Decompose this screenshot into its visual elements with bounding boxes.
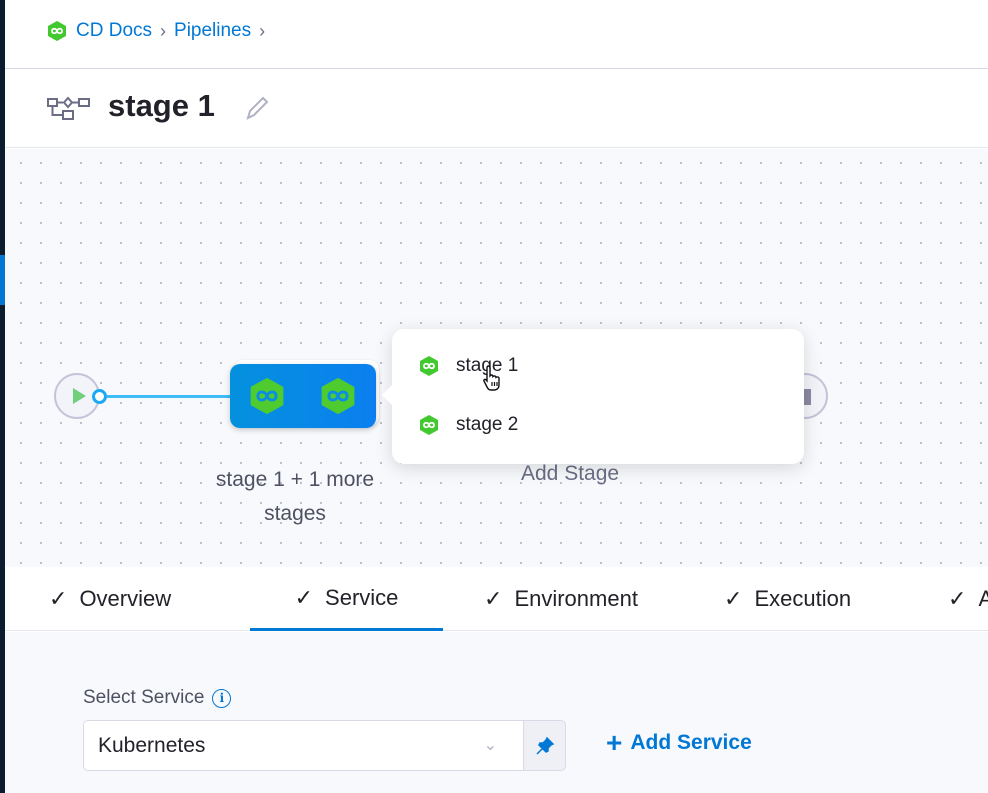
- tab-label: Execution: [754, 586, 852, 611]
- page-title: stage 1: [108, 88, 215, 123]
- hand-pointer-cursor-icon: [483, 365, 500, 391]
- tab-label: A: [978, 586, 988, 611]
- select-service-label: Select Service i: [83, 687, 232, 709]
- checkmark-icon: ✓: [484, 586, 503, 611]
- pipeline-start-node[interactable]: [54, 373, 100, 419]
- tab-execution[interactable]: ✓ Execution: [724, 567, 851, 631]
- pipeline-stage-icon: [47, 96, 90, 120]
- tab-environment[interactable]: ✓ Environment: [484, 567, 638, 631]
- deployment-stage-icon: [250, 377, 284, 415]
- left-nav-selected: [0, 255, 5, 305]
- deployment-stage-icon: [420, 356, 438, 376]
- breadcrumb-pipelines[interactable]: Pipelines: [174, 20, 252, 41]
- divider: [5, 68, 988, 69]
- checkmark-icon: ✓: [724, 586, 743, 611]
- checkmark-icon: ✓: [948, 586, 967, 611]
- pencil-edit-icon[interactable]: [244, 94, 270, 122]
- pin-icon: [535, 736, 554, 755]
- breadcrumb-cd-docs[interactable]: CD Docs: [76, 20, 153, 41]
- add-service-label: Add Service: [630, 731, 752, 754]
- start-port[interactable]: [92, 389, 107, 404]
- checkmark-icon: ✓: [49, 586, 68, 611]
- add-stage-button[interactable]: Add Stage: [521, 462, 620, 485]
- plus-icon: +: [606, 727, 623, 758]
- popover-item-label: stage 1: [456, 355, 519, 376]
- stage-tabs: ✓ Overview ✓ Service ✓ Environment ✓ Executi…: [5, 567, 988, 631]
- deployment-stage-icon: [321, 377, 355, 415]
- popover-item-stage-2[interactable]: stage 2: [418, 414, 518, 436]
- stage-group-node[interactable]: [230, 364, 376, 428]
- add-service-button[interactable]: + Add Service: [606, 727, 752, 758]
- checkmark-icon: ✓: [294, 584, 314, 610]
- tab-overview[interactable]: ✓ Overview: [49, 567, 171, 631]
- stage-group-label: stage 1 + 1 more stages: [215, 468, 375, 525]
- pin-button[interactable]: [523, 720, 566, 771]
- tab-label: Service: [325, 584, 399, 610]
- title-bar: [5, 69, 988, 148]
- tab-service[interactable]: ✓ Service: [250, 567, 443, 631]
- stage-group-popover: stage 1 stage 2: [382, 329, 804, 464]
- select-value: Kubernetes: [98, 733, 206, 757]
- popover-item-stage-1[interactable]: stage 1: [418, 355, 518, 377]
- breadcrumb: CD Docs › Pipelines ›: [46, 18, 273, 44]
- left-nav-strip: [0, 0, 5, 793]
- cd-module-icon: [48, 21, 66, 41]
- deployment-stage-icon: [420, 415, 438, 435]
- pipeline-canvas[interactable]: [5, 149, 988, 567]
- tab-advanced[interactable]: ✓A: [948, 567, 988, 631]
- tab-label: Overview: [79, 586, 172, 611]
- chevron-right-icon: ›: [259, 20, 266, 41]
- popover-item-label: stage 2: [456, 414, 519, 435]
- info-icon[interactable]: i: [212, 688, 232, 708]
- label-text: Select Service: [83, 687, 205, 708]
- tab-label: Environment: [514, 586, 638, 611]
- chevron-right-icon: ›: [160, 20, 167, 41]
- connector-line: [107, 395, 233, 398]
- chevron-down-icon: ⌄: [483, 737, 497, 754]
- service-select[interactable]: Kubernetes ⌄: [83, 720, 524, 771]
